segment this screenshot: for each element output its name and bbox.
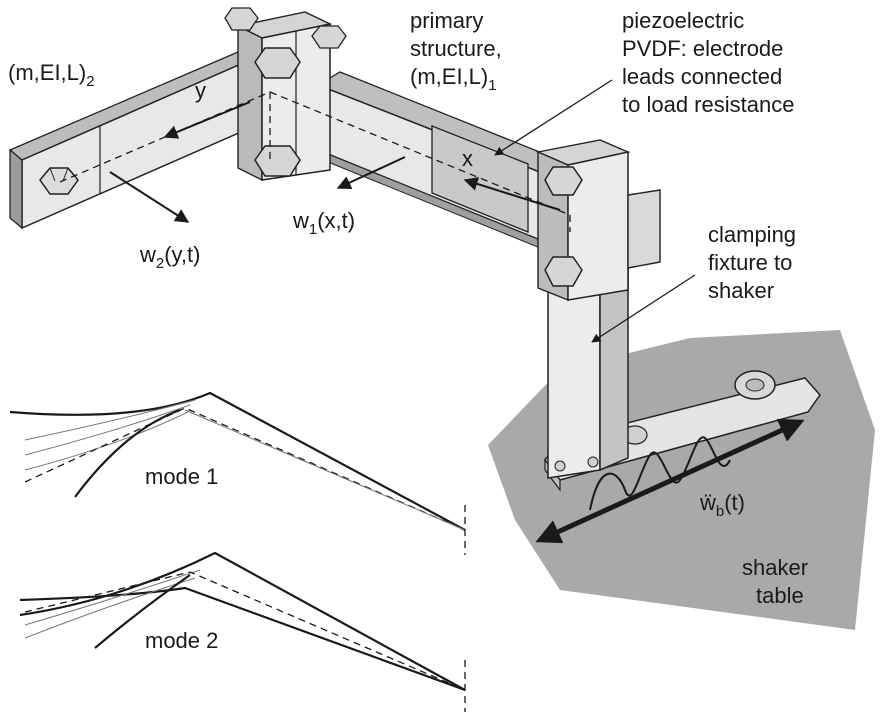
end-clamp [535, 139, 661, 302]
w2-arrow [109, 171, 190, 223]
piezo-label-line1: piezoelectric [622, 8, 744, 33]
primary-structure-line2: structure, [410, 36, 502, 61]
central-clamp [224, 7, 347, 182]
primary-structure-params: (m,EI,L)1 [410, 64, 497, 94]
mode-2-shapes [19, 551, 466, 712]
shaker-table [488, 330, 875, 630]
piezo-label-line2: PVDF: electrode [622, 36, 783, 61]
piezo-label-line4: to load resistance [622, 92, 794, 117]
x-axis-arrow [463, 177, 561, 211]
x-axis-label: x [462, 146, 473, 171]
piezo-label-line3: leads connected [622, 64, 782, 89]
w1-arrow [336, 156, 406, 190]
mode-1-shapes [9, 391, 466, 555]
secondary-beam [8, 51, 252, 230]
y-axis-label: y [195, 78, 206, 103]
mode-2-label: mode 2 [145, 628, 218, 653]
w1-label: w1(x,t) [292, 208, 355, 238]
base-acceleration-label: ẅb(t) [699, 490, 745, 520]
primary-beam [316, 71, 574, 257]
shaker-table-line1: shaker [742, 555, 808, 580]
clamping-label-line2: fixture to [708, 250, 792, 275]
clamping-label-line3: shaker [708, 278, 774, 303]
beam2-params-label: (m,EI,L)2 [8, 60, 95, 90]
shaker-table-line2: table [756, 583, 804, 608]
base-excitation-arrow [535, 418, 805, 544]
primary-structure-line1: primary [410, 8, 483, 33]
piezo-leader [494, 79, 613, 156]
y-axis-arrow [163, 101, 251, 139]
clamping-label-line1: clamping [708, 222, 796, 247]
w2-label: w2(y,t) [139, 242, 200, 272]
clamp-leader [591, 274, 696, 343]
excitation-wave [589, 436, 731, 511]
mode-1-label: mode 1 [145, 464, 218, 489]
